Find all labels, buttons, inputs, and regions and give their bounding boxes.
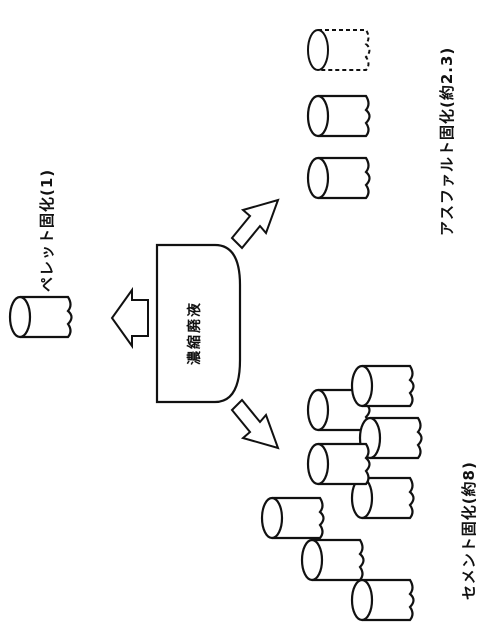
asphalt-label: アスファルト固化(約2.3) (436, 47, 457, 236)
center-label: 濃縮廃液 (184, 301, 204, 365)
cement-drums (262, 366, 422, 620)
arrow-to-pellet (112, 290, 148, 346)
arrow-to-cement (232, 400, 278, 448)
cement-label: セメント固化(約8) (458, 461, 479, 600)
arrow-to-asphalt (232, 200, 278, 248)
asphalt-drums (308, 30, 370, 198)
pellet-drum (10, 297, 72, 337)
pellet-label: ペレット固化(1) (36, 169, 57, 292)
